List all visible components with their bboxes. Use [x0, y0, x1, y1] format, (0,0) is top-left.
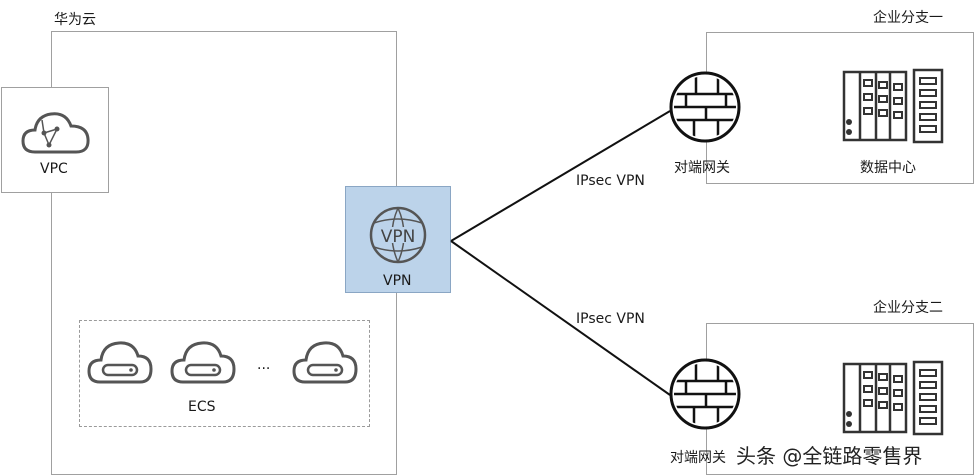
firewall-gateway-icon[interactable] [668, 357, 742, 431]
ecs-label: ECS [188, 399, 216, 415]
vpn-node[interactable]: VPN VPN [345, 186, 451, 293]
vpc-cloud-icon [21, 112, 90, 154]
ipsec-link-line [450, 110, 671, 242]
watermark: 头条 @全链路零售界 [736, 444, 923, 468]
ecs-cloud-icon[interactable] [87, 338, 153, 386]
ecs-group: ... ECS [79, 320, 370, 427]
datacenter-server-icon[interactable] [838, 68, 948, 144]
datacenter-label: 数据中心 [860, 160, 916, 176]
ipsec-link-line [450, 240, 671, 396]
vpc-label: VPC [40, 161, 68, 177]
vpn-globe-icon: VPN [369, 206, 427, 264]
ecs-cloud-icon[interactable] [170, 338, 236, 386]
datacenter-server-icon[interactable] [838, 360, 948, 436]
ipsec-link-label: IPsec VPN [576, 311, 645, 327]
gateway-label: 对端网关 [670, 450, 726, 466]
gateway-label: 对端网关 [674, 160, 730, 176]
ipsec-link-label: IPsec VPN [576, 173, 645, 189]
ecs-ellipsis: ... [257, 357, 271, 373]
ecs-cloud-icon[interactable] [292, 338, 358, 386]
cloud-title: 华为云 [54, 12, 96, 28]
firewall-gateway-icon[interactable] [668, 70, 742, 144]
branch-title: 企业分支一 [873, 10, 943, 26]
vpn-label: VPN [383, 273, 412, 289]
vpn-icon-text: VPN [381, 227, 416, 247]
branch-title: 企业分支二 [873, 300, 943, 316]
vpc-node[interactable]: VPC [1, 87, 109, 193]
